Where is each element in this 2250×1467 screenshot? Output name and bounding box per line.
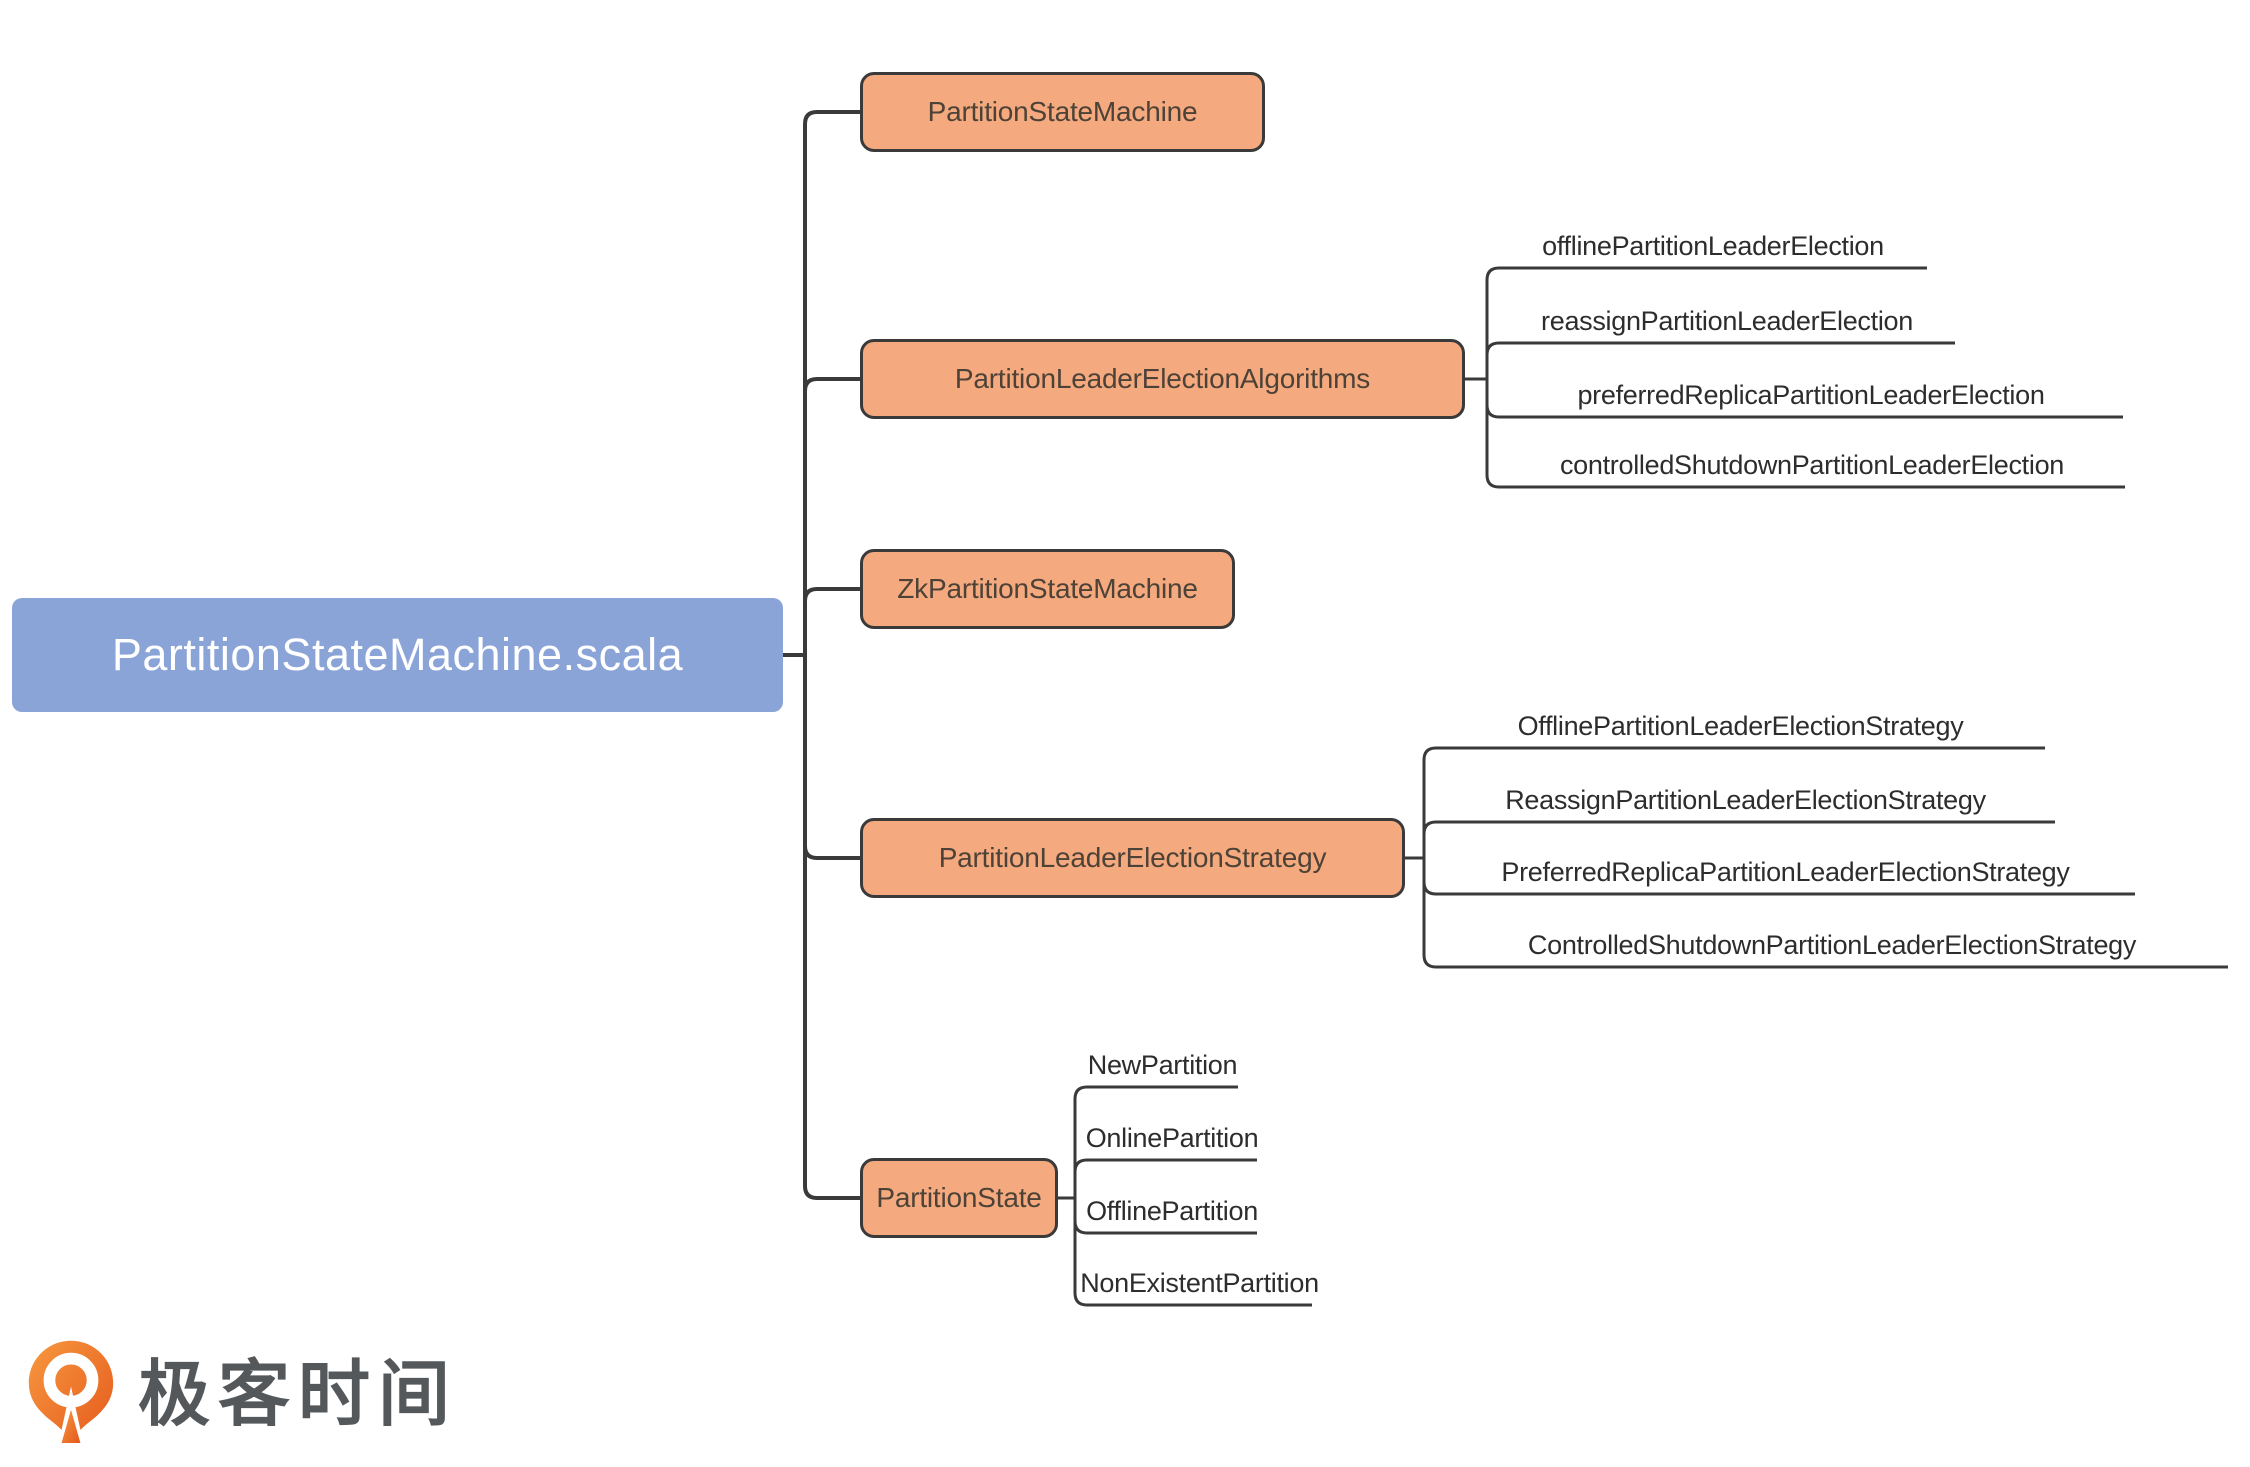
leaf-label: OfflinePartition <box>1086 1196 1258 1226</box>
branch-node-zk-partition-state-machine: ZkPartitionStateMachine <box>860 549 1235 629</box>
connector-branch-5 <box>803 655 860 1200</box>
leaf-node-offline-partition: OfflinePartition <box>1086 1185 1258 1227</box>
leaf-label: ReassignPartitionLeaderElectionStrategy <box>1505 785 1986 815</box>
branch-node-partition-state-machine: PartitionStateMachine <box>860 72 1265 152</box>
branch-node-label: PartitionLeaderElectionAlgorithms <box>954 363 1371 394</box>
leaf-node-offline-partition-leader-election: offlinePartitionLeaderElection <box>1499 220 1927 262</box>
leaf-node-online-partition: OnlinePartition <box>1085 1112 1259 1154</box>
branch-node-label: ZkPartitionStateMachine <box>897 573 1198 604</box>
connector-state-child-4 <box>1073 1198 1312 1307</box>
connector-branch-3 <box>803 587 860 655</box>
leaf-node-preferred-replica-partition-leader-election-strategy: PreferredReplicaPartitionLeaderElectionS… <box>1436 846 2135 888</box>
branch-node-label: PartitionStateMachine <box>927 96 1198 127</box>
connector-strategy-child-1 <box>1422 746 2045 858</box>
leaf-label: offlinePartitionLeaderElection <box>1542 231 1884 261</box>
branch-node-label: PartitionState <box>876 1182 1042 1213</box>
branch-node-label: PartitionLeaderElectionStrategy <box>938 842 1327 873</box>
connector-algorithms-child-2 <box>1485 341 1955 379</box>
geektime-pin-icon <box>28 1340 114 1449</box>
leaf-label: ControlledShutdownPartitionLeaderElectio… <box>1527 930 2137 960</box>
leaf-label: NewPartition <box>1087 1050 1238 1080</box>
connector-state-child-2 <box>1073 1158 1257 1198</box>
leaf-node-preferred-replica-partition-leader-election: preferredReplicaPartitionLeaderElection <box>1499 369 2123 411</box>
brand-name: 极客时间 <box>138 1355 459 1435</box>
leaf-node-non-existent-partition: NonExistentPartition <box>1080 1257 1319 1299</box>
leaf-node-controlled-shutdown-partition-leader-election: controlledShutdownPartitionLeaderElectio… <box>1499 439 2125 481</box>
branch-node-partition-leader-election-algorithms: PartitionLeaderElectionAlgorithms <box>860 339 1465 419</box>
branch-node-partition-state: PartitionState <box>860 1158 1058 1238</box>
connector-strategy-child-4 <box>1422 858 2228 969</box>
leaf-label: controlledShutdownPartitionLeaderElectio… <box>1559 450 2065 480</box>
connector-algorithms-child-4 <box>1485 379 2125 489</box>
leaf-label: PreferredReplicaPartitionLeaderElectionS… <box>1501 857 2070 887</box>
leaf-label: reassignPartitionLeaderElection <box>1541 306 1913 336</box>
connector-branch-1 <box>803 110 860 655</box>
leaf-node-offline-partition-leader-election-strategy: OfflinePartitionLeaderElectionStrategy <box>1436 700 2045 742</box>
connector-branch-4 <box>803 655 860 860</box>
branch-node-partition-leader-election-strategy: PartitionLeaderElectionStrategy <box>860 818 1405 898</box>
root-node-label: PartitionStateMachine.scala <box>111 629 684 680</box>
connector-state-child-1 <box>1073 1085 1238 1198</box>
connector-branch-2 <box>803 377 860 655</box>
root-node: PartitionStateMachine.scala <box>12 598 783 712</box>
leaf-label: NonExistentPartition <box>1080 1268 1319 1298</box>
leaf-node-new-partition: NewPartition <box>1087 1039 1238 1081</box>
leaf-label: OfflinePartitionLeaderElectionStrategy <box>1517 711 1964 741</box>
leaf-node-reassign-partition-leader-election: reassignPartitionLeaderElection <box>1499 295 1955 337</box>
leaf-label: preferredReplicaPartitionLeaderElection <box>1577 380 2045 410</box>
connector-strategy-child-2 <box>1422 820 2055 858</box>
leaf-node-reassign-partition-leader-election-strategy: ReassignPartitionLeaderElectionStrategy <box>1436 774 2055 816</box>
brand-logo: 极客时间 <box>26 1338 458 1452</box>
leaf-label: OnlinePartition <box>1085 1123 1259 1153</box>
connector-algorithms-child-1 <box>1485 266 1927 379</box>
leaf-node-controlled-shutdown-partition-leader-election-strategy: ControlledShutdownPartitionLeaderElectio… <box>1436 919 2228 961</box>
